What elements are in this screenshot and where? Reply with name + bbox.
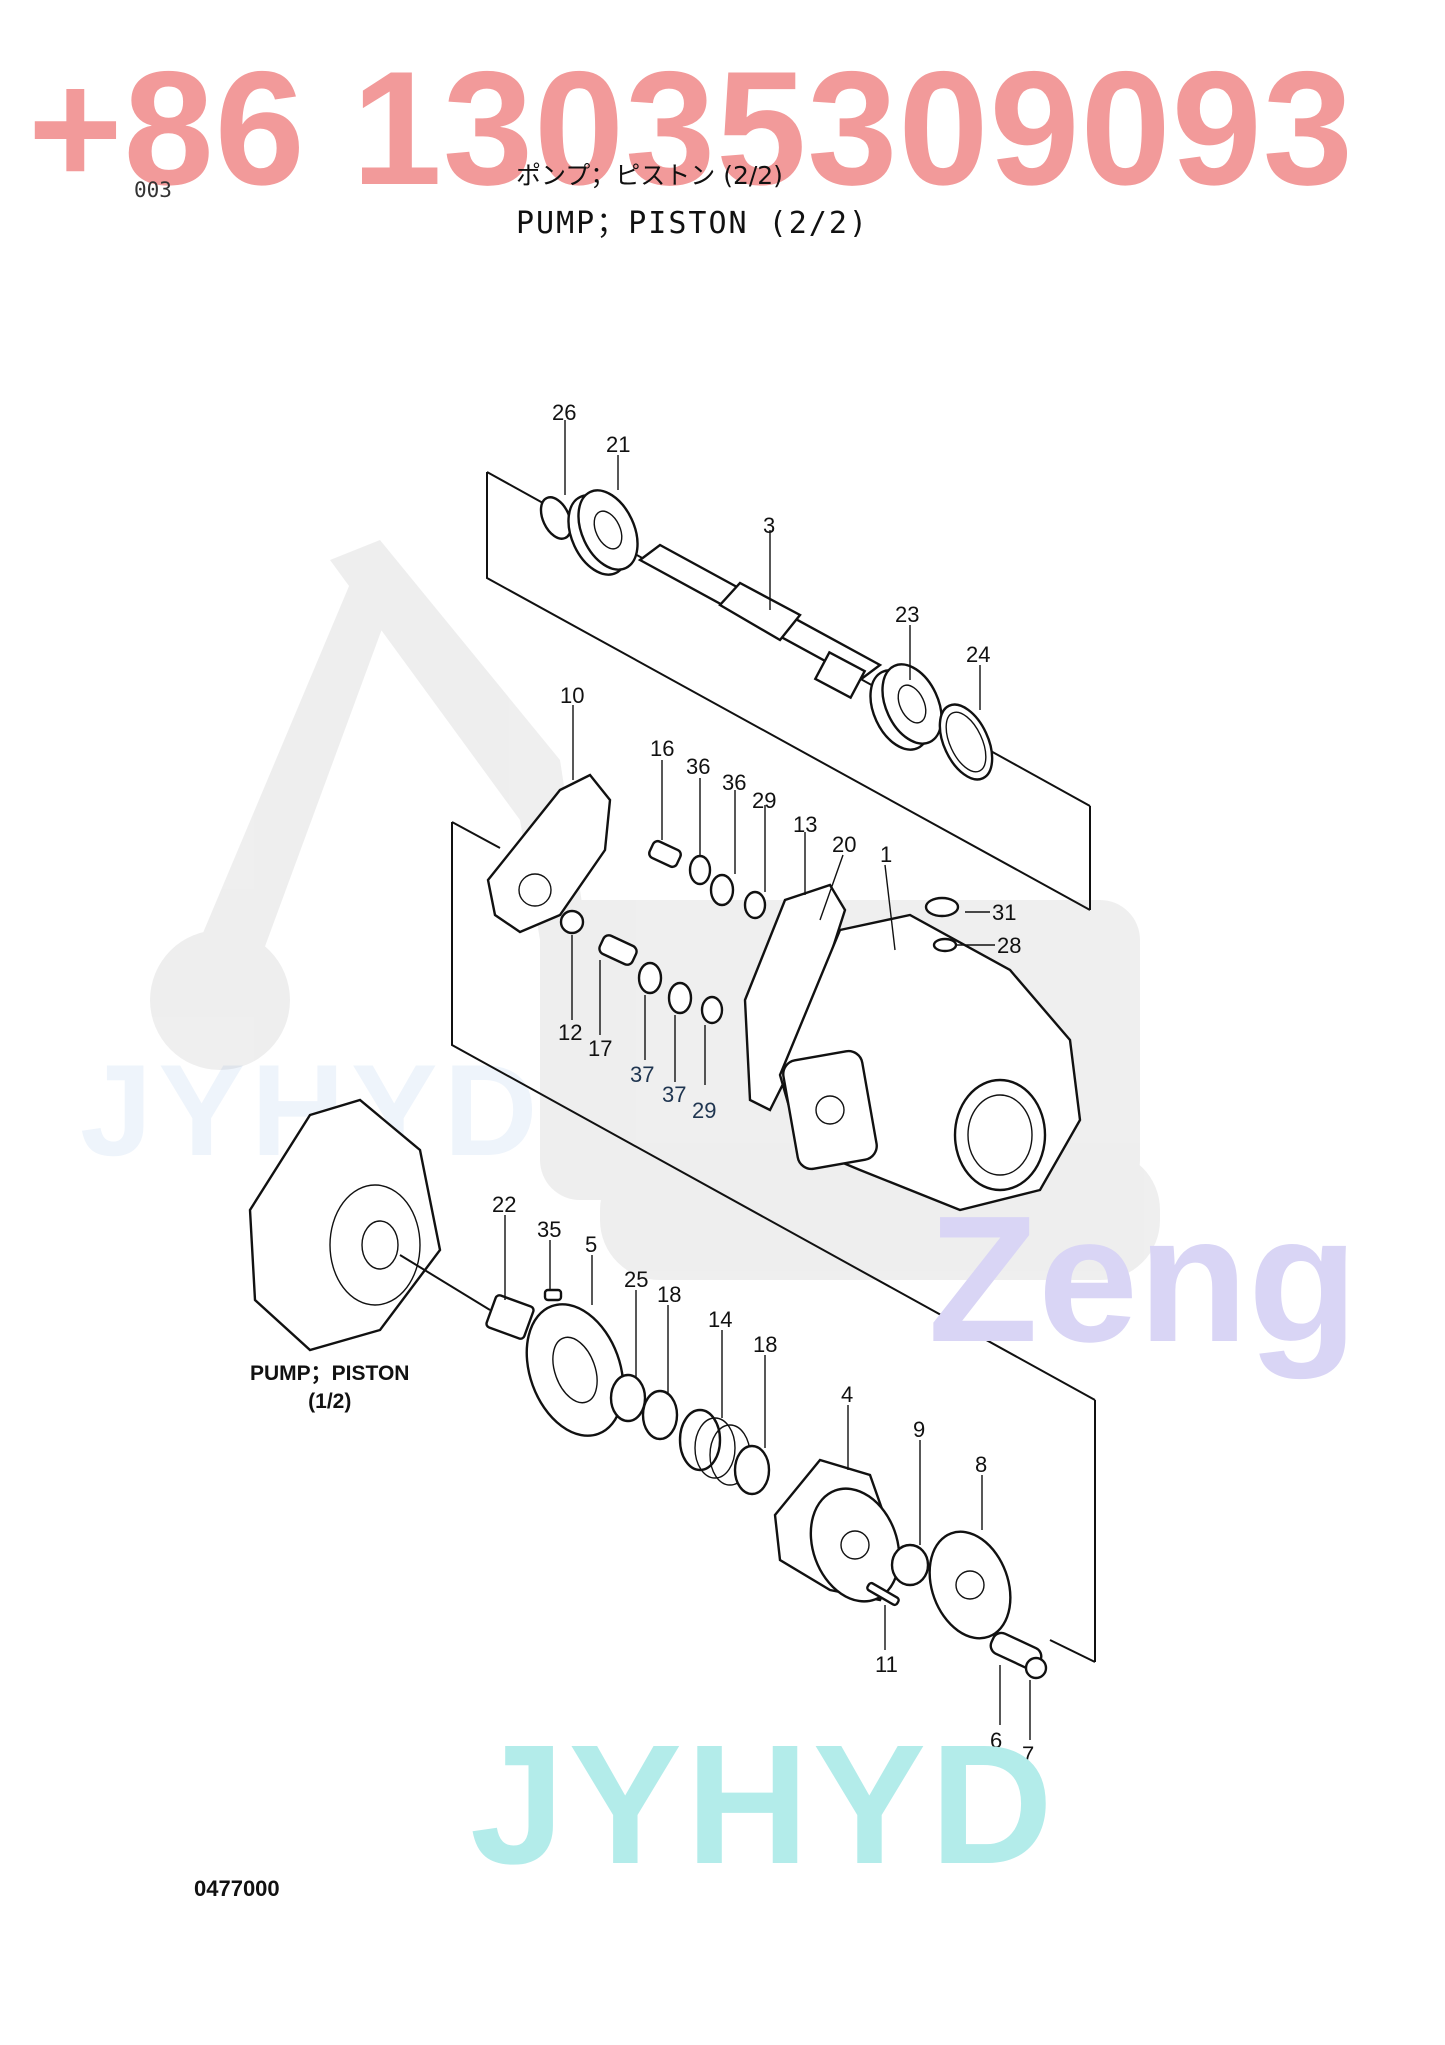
part-number-16: 16 <box>650 736 674 761</box>
snap-ring-24-icon <box>938 703 994 781</box>
plug-17-icon <box>598 934 638 966</box>
part-number-36b: 36 <box>722 770 746 795</box>
plug-16-icon <box>648 839 682 869</box>
bearing-21-icon <box>567 489 639 576</box>
reference-label-line1: PUMP；PISTON <box>250 1362 410 1385</box>
leader-lines <box>504 420 1031 1740</box>
part-number-23: 23 <box>895 602 919 627</box>
part-number-21: 21 <box>606 432 630 457</box>
shaft-3-icon <box>637 543 883 700</box>
part-number-20: 20 <box>832 832 856 857</box>
part-number-10: 10 <box>560 683 584 708</box>
cylinder-block-4-icon <box>773 1458 902 1603</box>
part-number-9: 9 <box>913 1417 925 1442</box>
pump-housing-1-icon <box>778 913 1082 1212</box>
reference-label: PUMP；PISTON (1/2) <box>250 1360 409 1417</box>
spacer-18b-icon <box>733 1444 771 1496</box>
washer-29a-icon <box>743 890 767 920</box>
part-number-29b: 29 <box>692 1098 716 1123</box>
part-number-14: 14 <box>708 1307 732 1332</box>
part-number-35: 35 <box>537 1217 561 1242</box>
part-number-1: 1 <box>880 842 892 867</box>
jyhyd-watermark: JYHYD <box>470 1710 1057 1900</box>
title-japanese: ポンプ；ピストン (2/2) <box>516 161 783 190</box>
part-number-18a: 18 <box>657 1282 681 1307</box>
part-number-29a: 29 <box>752 788 776 813</box>
part-number-18b: 18 <box>753 1332 777 1357</box>
part-number-5: 5 <box>585 1232 597 1257</box>
part-number-11: 11 <box>875 1652 898 1677</box>
spring-14-icon <box>678 1408 751 1486</box>
part-number-28: 28 <box>997 933 1021 958</box>
part-number-22: 22 <box>492 1192 516 1217</box>
o-ring-37a-icon <box>637 961 663 995</box>
part-number-26: 26 <box>552 400 576 425</box>
part-number-17: 17 <box>588 1036 612 1061</box>
part-number-8: 8 <box>975 1452 987 1477</box>
spherical-bushing-9-icon <box>890 1543 930 1587</box>
o-ring-28-icon <box>932 937 958 953</box>
pump-body-ref-icon <box>248 1098 442 1352</box>
shaft-group-box <box>486 472 1091 911</box>
part-number-37b: 37 <box>662 1082 686 1107</box>
reference-label-line2: (1/2) <box>308 1390 352 1414</box>
part-number-3: 3 <box>763 513 775 538</box>
retainer-plate-8-icon <box>928 1530 1012 1640</box>
cover-plate-10-icon <box>486 773 612 934</box>
part-number-7: 7 <box>1022 1742 1034 1767</box>
zeng-watermark: Zeng <box>928 1179 1358 1380</box>
part-number-13: 13 <box>793 812 817 837</box>
pin-35-icon <box>543 1288 563 1302</box>
pin-11-icon <box>866 1581 900 1607</box>
ball-12-icon <box>559 909 585 935</box>
phone-number-watermark: +86 13035309093 <box>28 38 1354 219</box>
snap-ring-25-icon <box>609 1373 647 1423</box>
part-number-12: 12 <box>558 1020 582 1045</box>
title-english: PUMP；PISTON (2/2) <box>516 206 869 241</box>
spacer-18a-icon <box>641 1389 679 1441</box>
document-code: 0477000 <box>194 1876 280 1901</box>
washer-29b-icon <box>700 995 724 1025</box>
bearing-23-icon <box>869 663 943 751</box>
page-code: 003 <box>134 178 172 202</box>
snap-ring-26-icon <box>539 496 573 540</box>
o-ring-36b-icon <box>709 873 735 907</box>
part-number-24: 24 <box>966 642 990 667</box>
o-ring-36a-icon <box>688 854 712 886</box>
part-number-6: 6 <box>990 1728 1002 1753</box>
part-number-37a: 37 <box>630 1062 654 1087</box>
needle-bearing-22-icon <box>485 1294 535 1340</box>
part-number-25: 25 <box>624 1267 648 1292</box>
part-number-36a: 36 <box>686 754 710 779</box>
housing-group-box <box>451 822 1096 1401</box>
o-ring-37b-icon <box>667 981 693 1015</box>
shoe-7-icon <box>1024 1656 1048 1680</box>
part-number-31: 31 <box>992 900 1016 925</box>
plug-31-icon <box>924 896 960 918</box>
part-number-4: 4 <box>841 1382 853 1407</box>
valve-plate-5-icon <box>525 1303 625 1437</box>
